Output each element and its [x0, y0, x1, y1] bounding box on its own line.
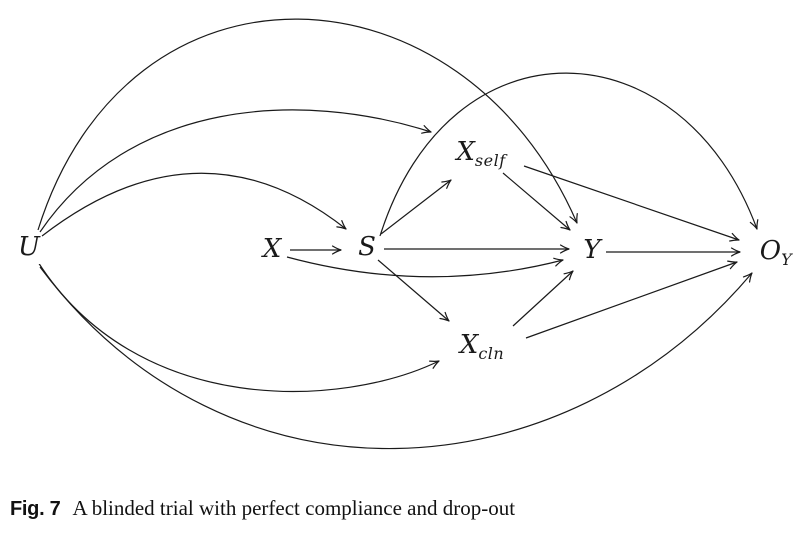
- edge-s-oy: [379, 72, 759, 237]
- node-X-cln: Xcln: [458, 330, 506, 363]
- node-S-label: S: [358, 232, 376, 262]
- node-X-self-label: X: [456, 137, 475, 167]
- edge-u-xself: [39, 109, 432, 233]
- node-Y-label: Y: [583, 235, 601, 265]
- node-X-label: X: [262, 234, 282, 264]
- edge-xself-oy: [523, 165, 740, 242]
- node-U: U: [17, 234, 41, 264]
- edge-xself-y: [502, 172, 571, 231]
- edge-x-y: [286, 256, 564, 278]
- edge-u-xcln: [37, 261, 440, 393]
- figure-caption: Fig. 7 A blinded trial with perfect compl…: [10, 496, 790, 521]
- node-O-Y-label: O: [759, 236, 782, 266]
- edge-xcln-oy: [525, 260, 738, 339]
- node-S: S: [357, 234, 377, 264]
- edge-s-xself: [380, 179, 452, 235]
- edge-u-s: [41, 172, 347, 237]
- node-X: X: [261, 234, 283, 266]
- node-X-cln-label: X: [459, 330, 479, 360]
- node-Y: Y: [582, 235, 602, 267]
- node-X-self-subscript: self: [474, 151, 506, 170]
- node-X-cln-subscript: cln: [478, 344, 505, 363]
- node-O-Y-subscript: Y: [781, 250, 793, 269]
- node-X-self: Xself: [455, 137, 507, 170]
- figure-caption-number: Fig. 7: [10, 498, 61, 520]
- node-O-Y: OY: [758, 236, 794, 269]
- edge-s-xcln: [377, 259, 450, 322]
- node-U-label: U: [18, 232, 40, 262]
- edge-u-oy: [39, 266, 753, 450]
- edge-xcln-y: [512, 270, 574, 327]
- edge-u-y: [37, 18, 578, 231]
- figure-caption-text: A blinded trial with perfect compliance …: [72, 496, 516, 520]
